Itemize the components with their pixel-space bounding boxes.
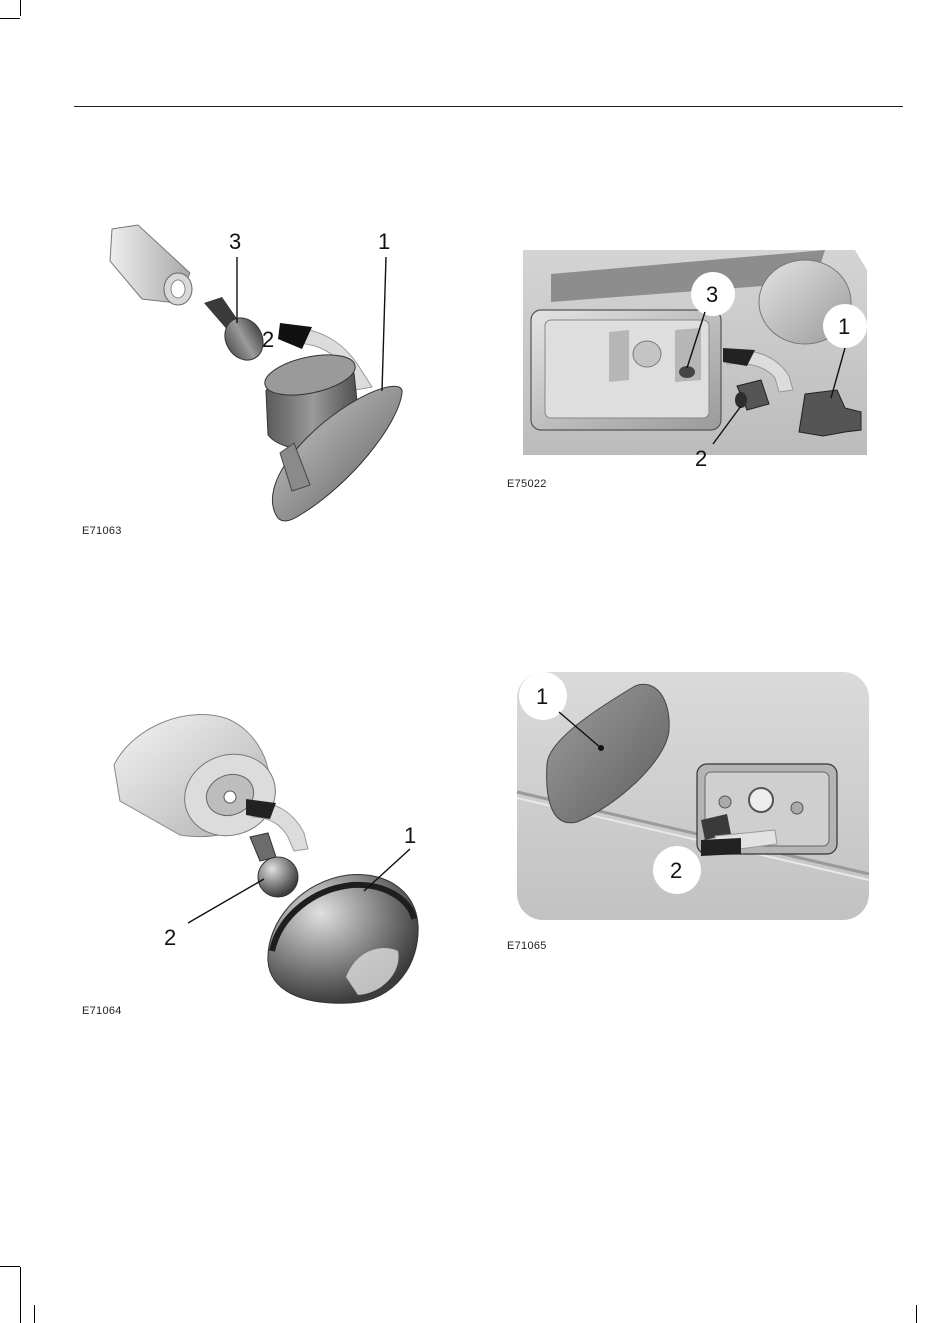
callout-2: 2	[695, 446, 707, 471]
callout-1: 1	[536, 684, 548, 709]
bumper-lamp-illustration: 3 1 2	[505, 240, 875, 470]
figure-code: E71064	[82, 1005, 122, 1017]
crop-mark-bottom-right-tick	[916, 1305, 917, 1323]
figure-code: E71063	[82, 525, 122, 537]
figure-side-repeater-bulb: 3 1 2 E71063	[80, 215, 450, 545]
figure-bumper-lamp-bulb: 3 1 2 E75022	[505, 240, 875, 500]
crop-mark-bottom-left-tick	[34, 1305, 35, 1323]
number-plate-lamp-illustration: 1 2	[505, 668, 875, 928]
side-repeater-illustration: 3 1 2	[80, 215, 450, 545]
callout-2: 2	[262, 327, 274, 352]
dome-lamp-illustration: 1 2	[80, 705, 450, 1005]
callout-1: 1	[838, 314, 850, 339]
callout-3: 3	[706, 282, 718, 307]
callout-1: 1	[378, 229, 390, 254]
figure-dome-lamp-bulb: 1 2 E71064	[80, 705, 450, 1025]
figure-code: E75022	[507, 478, 547, 490]
crop-mark-top-left-v	[20, 0, 21, 16]
callout-2: 2	[670, 858, 682, 883]
callout-1: 1	[404, 823, 416, 848]
crop-mark-bottom-left-h	[0, 1266, 20, 1267]
figure-code: E71065	[507, 940, 547, 952]
header-rule	[74, 106, 903, 107]
figure-number-plate-lamp-bulb: 1 2 E71065	[505, 668, 875, 958]
callout-2: 2	[164, 925, 176, 950]
crop-mark-top-left-h	[0, 18, 20, 19]
crop-mark-bottom-left-v	[20, 1267, 21, 1323]
callout-3: 3	[229, 229, 241, 254]
